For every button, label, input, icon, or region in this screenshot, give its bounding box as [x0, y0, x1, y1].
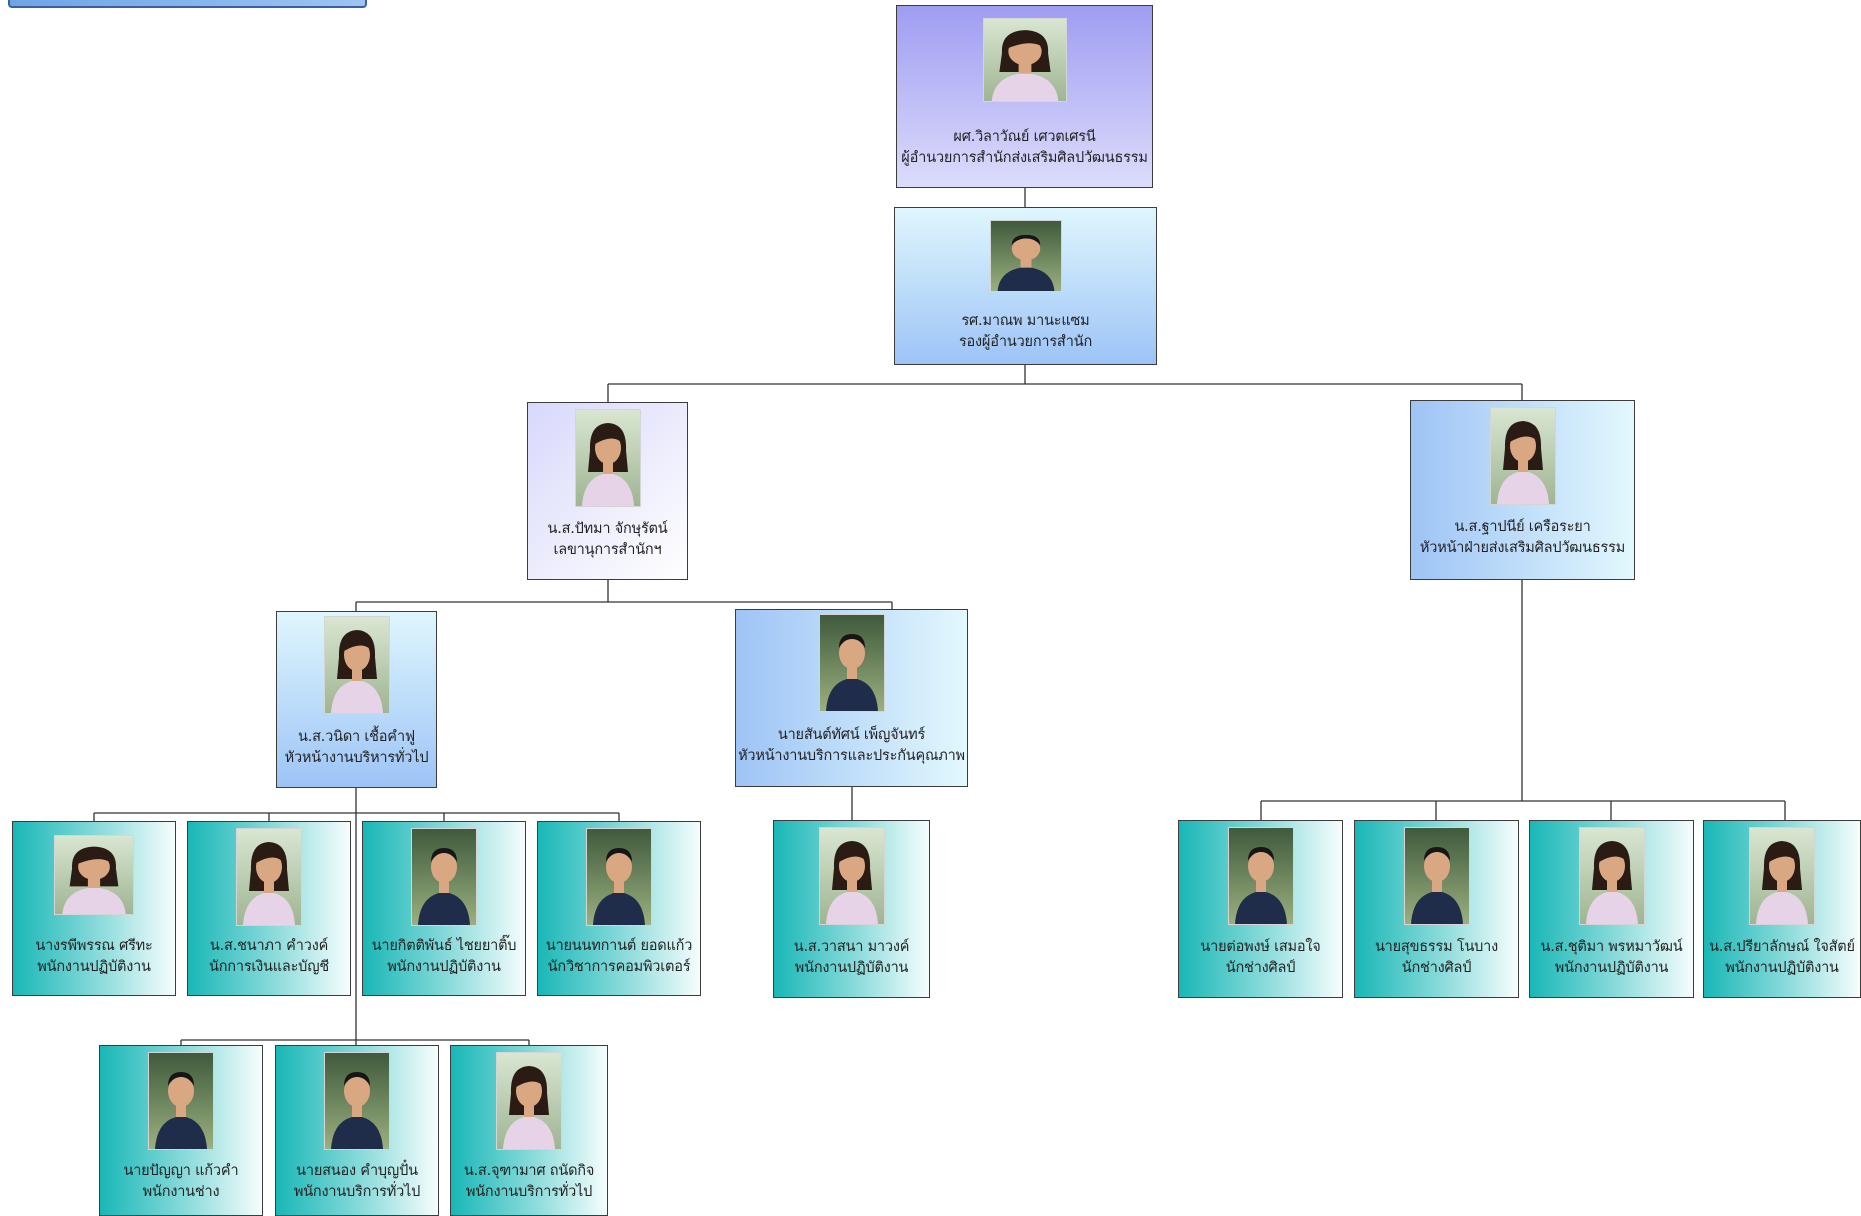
org-card-secretary: น.ส.ปัทมา จักษุรัตน์เลขานุการสำนักฯ — [527, 402, 688, 580]
photo-woman — [574, 409, 641, 507]
photo-woman — [1489, 407, 1556, 505]
top-banner-fragment — [8, 0, 367, 8]
person-name: นายสันต์ทัศน์ เพ็ญจันทร์ — [777, 727, 926, 743]
person-name: นายต่อพงษ์ เสมอใจ — [1200, 939, 1321, 955]
photo-man — [586, 828, 652, 926]
person-role: หัวหน้างานบริหารทั่วไป — [284, 750, 429, 766]
photo-man — [818, 614, 885, 712]
org-card-deputy: รศ.มาณพ มานะแซมรองผู้อำนวยการสำนัก — [894, 207, 1157, 365]
org-card-head-admin: น.ส.วนิดา เชื้อคำฟูหัวหน้างานบริหารทั่วไ… — [276, 611, 437, 788]
person-role: นักวิชาการคอมพิวเตอร์ — [547, 959, 691, 975]
person-name: น.ส.ปรียาลักษณ์ ใจสัตย์ — [1709, 939, 1855, 955]
person-role: หัวหน้าฝ่ายส่งเสริมศิลปวัฒนธรรม — [1419, 540, 1626, 556]
org-card-staff-3: นายกิตติพันธ์ ไชยยาติ๊บพนักงานปฏิบัติงาน — [362, 821, 526, 996]
org-card-staff-8: น.ส.ชุติมา พรหมาวัฒน์พนักงานปฏิบัติงาน — [1529, 820, 1694, 998]
org-card-head-service: นายสันต์ทัศน์ เพ็ญจันทร์หัวหน้างานบริการ… — [735, 609, 968, 787]
org-card-staff-2: น.ส.ชนาภา คำวงค์นักการเงินและบัญชี — [187, 821, 351, 996]
photo-woman — [1578, 827, 1645, 925]
person-role: หัวหน้างานบริการและประกันคุณภาพ — [738, 748, 965, 764]
person-name: นายสุขธรรม โนบาง — [1374, 939, 1499, 955]
person-name: ผศ.วิลาวัณย์ เศวตเศรนี — [953, 129, 1096, 145]
org-card-staff-6: นายต่อพงษ์ เสมอใจนักช่างศิลป์ — [1178, 820, 1343, 998]
org-card-staff-7: นายสุขธรรม โนบางนักช่างศิลป์ — [1354, 820, 1519, 998]
person-role: นักช่างศิลป์ — [1401, 960, 1472, 976]
photo-woman — [54, 835, 134, 915]
person-role: เลขานุการสำนักฯ — [553, 542, 662, 558]
photo-man — [1403, 827, 1470, 925]
photo-woman — [982, 18, 1067, 102]
person-role: พนักงานปฏิบัติงาน — [387, 959, 501, 975]
org-card-staff-11: นายสนอง คำบุญปั๋นพนักงานบริการทั่วไป — [275, 1045, 439, 1216]
person-name: นายปัญญา แก้วคำ — [123, 1163, 239, 1179]
person-name: นายกิตติพันธ์ ไชยยาติ๊บ — [371, 938, 517, 954]
person-name: น.ส.ปัทมา จักษุรัตน์ — [547, 521, 668, 537]
person-name: รศ.มาณพ มานะแซม — [961, 313, 1090, 329]
photo-man — [1227, 827, 1294, 925]
person-role: พนักงานบริการทั่วไป — [465, 1184, 593, 1200]
org-card-head-culture: น.ส.ฐาปนีย์ เครือระยาหัวหน้าฝ่ายส่งเสริม… — [1410, 400, 1635, 580]
photo-man — [989, 220, 1062, 292]
org-card-staff-9: น.ส.ปรียาลักษณ์ ใจสัตย์พนักงานปฏิบัติงาน — [1703, 820, 1861, 998]
photo-woman — [236, 828, 302, 926]
person-role: นักการเงินและบัญชี — [209, 959, 329, 975]
photo-woman — [323, 616, 390, 714]
person-role: รองผู้อำนวยการสำนัก — [958, 334, 1093, 350]
person-role: พนักงานปฏิบัติงาน — [1554, 960, 1669, 976]
org-card-director: ผศ.วิลาวัณย์ เศวตเศรนีผู้อำนวยการสำนักส่… — [896, 5, 1153, 188]
photo-woman — [818, 827, 885, 925]
org-card-staff-12: น.ส.จุฑามาศ ถนัดกิจพนักงานบริการทั่วไป — [450, 1045, 608, 1216]
person-role: นักช่างศิลป์ — [1225, 960, 1296, 976]
person-role: พนักงานปฏิบัติงาน — [1725, 960, 1839, 976]
photo-woman — [1749, 827, 1815, 925]
person-name: น.ส.ฐาปนีย์ เครือระยา — [1454, 519, 1591, 535]
photo-man — [148, 1052, 214, 1150]
person-role: พนักงานช่าง — [142, 1184, 220, 1200]
person-name: น.ส.ชุติมา พรหมาวัฒน์ — [1540, 939, 1683, 955]
photo-man — [411, 828, 477, 926]
person-role: ผู้อำนวยการสำนักส่งเสริมศิลปวัฒนธรรม — [901, 150, 1148, 166]
person-role: พนักงานปฏิบัติงาน — [37, 959, 151, 975]
person-role: พนักงานบริการทั่วไป — [293, 1184, 421, 1200]
org-card-staff-5: น.ส.วาสนา มาวงค์พนักงานปฏิบัติงาน — [773, 820, 930, 998]
person-name: น.ส.ชนาภา คำวงค์ — [209, 938, 329, 954]
org-card-staff-10: นายปัญญา แก้วคำพนักงานช่าง — [99, 1045, 263, 1216]
org-card-staff-1: นางรพีพรรณ ศรีทะพนักงานปฏิบัติงาน — [12, 821, 176, 996]
person-name: นางรพีพรรณ ศรีทะ — [35, 938, 153, 954]
person-name: นายสนอง คำบุญปั๋น — [296, 1163, 418, 1179]
org-card-staff-4: นายนนทกานต์ ยอดแก้วนักวิชาการคอมพิวเตอร์ — [537, 821, 701, 996]
person-name: น.ส.จุฑามาศ ถนัดกิจ — [463, 1163, 595, 1179]
person-name: น.ส.วาสนา มาวงค์ — [793, 939, 910, 955]
photo-man — [324, 1052, 390, 1150]
person-name: น.ส.วนิดา เชื้อคำฟู — [297, 729, 416, 745]
person-name: นายนนทกานต์ ยอดแก้ว — [545, 938, 693, 954]
photo-woman — [496, 1052, 562, 1150]
person-role: พนักงานปฏิบัติงาน — [794, 960, 909, 976]
